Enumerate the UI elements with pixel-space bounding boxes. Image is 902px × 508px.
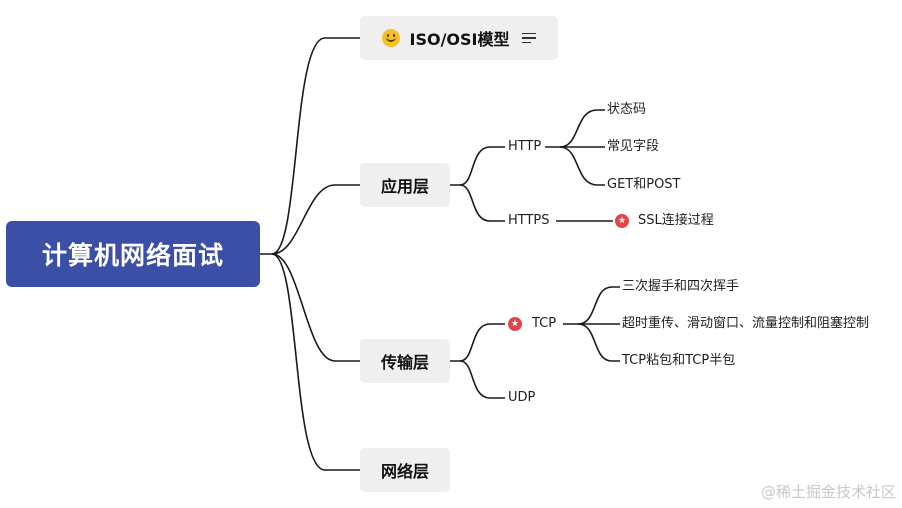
- smile-emoji-icon: [382, 29, 401, 47]
- node-application-layer[interactable]: 应用层: [360, 163, 450, 207]
- node-udp[interactable]: UDP: [508, 390, 536, 405]
- star-icon: ★: [615, 214, 629, 228]
- node-network-layer[interactable]: 网络层: [360, 448, 450, 492]
- node-tcp[interactable]: TCP: [532, 316, 557, 331]
- node-http-common-fields[interactable]: 常见字段: [607, 139, 660, 154]
- node-tcp-sticky-packet[interactable]: TCP粘包和TCP半包: [622, 353, 736, 368]
- notes-icon[interactable]: [521, 30, 536, 47]
- node-http-get-post[interactable]: GET和POST: [607, 177, 681, 192]
- node-http[interactable]: HTTP: [508, 139, 542, 154]
- node-label: ISO/OSI模型: [409, 30, 510, 49]
- node-iso-osi-model[interactable]: ISO/OSI模型: [360, 16, 558, 60]
- node-https[interactable]: HTTPS: [508, 213, 550, 228]
- star-icon: ★: [508, 317, 522, 331]
- node-http-status-code[interactable]: 状态码: [607, 102, 647, 117]
- root-node[interactable]: 计算机网络面试: [6, 221, 260, 287]
- node-transport-layer[interactable]: 传输层: [360, 339, 450, 383]
- node-ssl-connection[interactable]: SSL连接过程: [638, 213, 714, 228]
- watermark: @稀土掘金技术社区: [760, 483, 896, 501]
- node-tcp-handshake[interactable]: 三次握手和四次挥手: [622, 279, 740, 294]
- node-tcp-retransmission[interactable]: 超时重传、滑动窗口、流量控制和阻塞控制: [622, 316, 870, 331]
